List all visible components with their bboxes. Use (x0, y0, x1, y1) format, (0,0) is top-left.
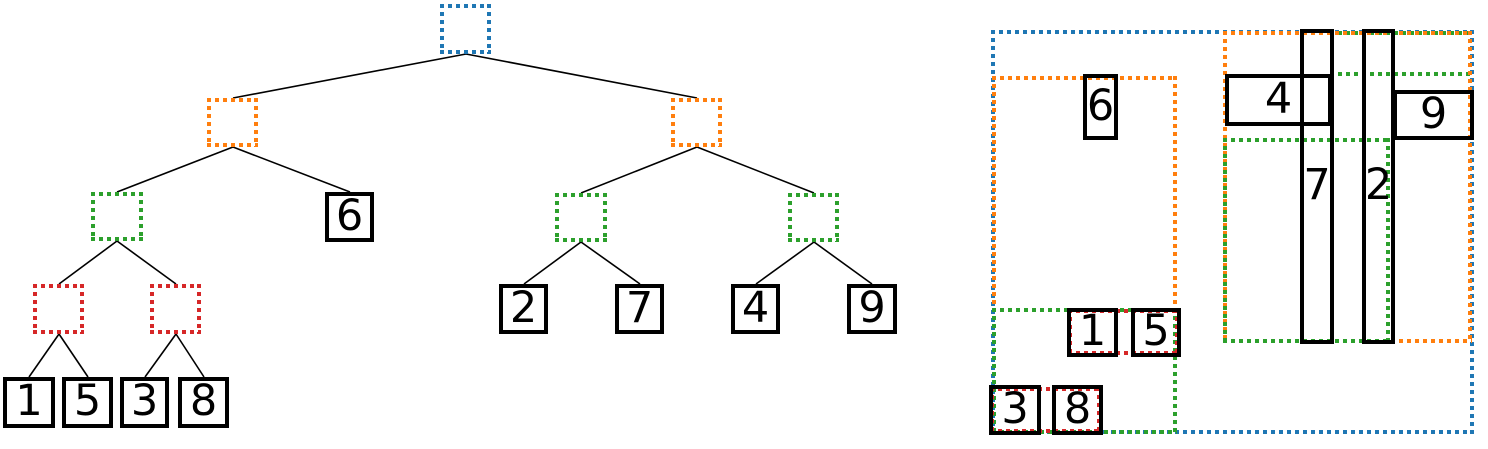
tree-edge-4 (580, 146, 698, 194)
layout-leaf-box-5: 5 (1131, 308, 1181, 357)
tree-edge-13 (58, 333, 89, 378)
layout-leaf-label-7: 7 (1303, 160, 1331, 210)
tree-edge-7 (116, 240, 177, 285)
tree-leaf-label-2: 2 (509, 282, 538, 333)
tree-edge-5 (696, 146, 815, 194)
layout-leaf-box-9: 9 (1393, 90, 1474, 140)
tree-leaf-box-3: 3 (120, 377, 169, 428)
tree-edge-14 (144, 333, 177, 378)
box-layout-panel (935, 0, 1488, 449)
layout-leaf-box-2: 2 (1362, 29, 1395, 344)
layout-leaf-box-3: 3 (989, 385, 1041, 435)
layout-leaf-label-4: 4 (1264, 73, 1293, 124)
tree-leaf-box-4: 4 (731, 284, 780, 334)
layout-leaf-label-8: 8 (1063, 383, 1092, 434)
tree-leaf-label-5: 5 (73, 376, 102, 426)
layout-leaf-box-8: 8 (1052, 385, 1103, 435)
tree-edge-10 (755, 241, 815, 285)
tree-edge-9 (580, 241, 641, 285)
tree-edge-6 (58, 240, 118, 285)
tree-leaf-box-5: 5 (62, 377, 113, 428)
layout-leaf-box-1: 1 (1067, 308, 1118, 357)
layout-leaf-label-2: 2 (1364, 160, 1393, 210)
tree-leaf-box-1: 1 (3, 377, 55, 428)
tree-leaf-box-8: 8 (178, 377, 229, 428)
layout-leaf-box-7: 7 (1300, 29, 1334, 344)
tree-leaf-label-9: 9 (858, 282, 886, 333)
layout-leaf-box-6: 6 (1083, 74, 1118, 140)
layout-leaf-label-1: 1 (1078, 306, 1107, 356)
tree-diagram-panel (28, 53, 873, 378)
tree-leaf-box-2: 2 (499, 284, 548, 334)
tree-leaf-box-7: 7 (615, 284, 664, 334)
tree-leaf-label-6: 6 (335, 190, 364, 241)
tree-edge-12 (28, 333, 60, 378)
tree-edge-8 (523, 241, 582, 285)
tree-leaf-label-8: 8 (189, 376, 218, 426)
tree-leaf-label-7: 7 (625, 282, 654, 333)
tree-edge-1 (465, 53, 698, 99)
tree-edges (28, 53, 873, 378)
layout-leaf-label-6: 6 (1086, 80, 1115, 131)
tree-leaf-label-1: 1 (15, 376, 43, 426)
tree-leaf-label-3: 3 (130, 376, 159, 426)
tree-edge-15 (175, 333, 205, 378)
tree-leaf-box-6: 6 (325, 192, 374, 242)
tree-leaf-box-9: 9 (847, 284, 897, 334)
tree-edge-2 (116, 146, 234, 193)
tree-leaf-label-4: 4 (741, 282, 770, 333)
layout-leaf-label-9: 9 (1419, 88, 1448, 139)
layout-leaf-label-5: 5 (1142, 306, 1170, 356)
tree-edge-11 (813, 241, 873, 285)
layout-leaf-label-3: 3 (1001, 383, 1029, 434)
tree-edge-0 (232, 53, 467, 99)
tree-edge-3 (232, 146, 351, 193)
